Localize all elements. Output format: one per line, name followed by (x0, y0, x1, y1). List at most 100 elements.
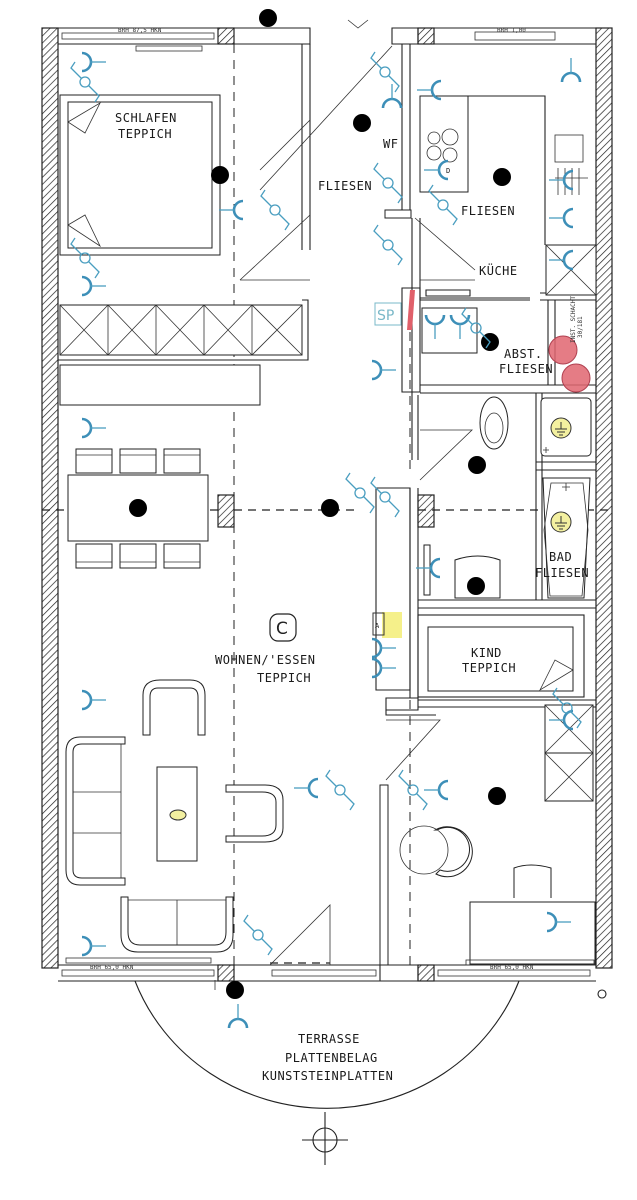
radiator (65, 957, 212, 964)
sp-box (374, 302, 402, 326)
outlet-icon (80, 689, 108, 711)
ceiling-lamps (129, 9, 572, 999)
wardrobe (59, 304, 303, 356)
switch-icon (373, 162, 403, 204)
switch-icon (260, 189, 290, 231)
outlet-icon (227, 1002, 249, 1030)
wall-pier (417, 27, 435, 45)
column (217, 494, 235, 528)
outlet-icon (370, 359, 398, 381)
wc-bowl (454, 555, 501, 599)
outlet-icon (560, 56, 582, 84)
window-kueche (474, 31, 556, 41)
lamp-icon (259, 9, 277, 27)
toilet (479, 396, 509, 450)
washing-machine (421, 307, 478, 354)
outlet-icon (217, 199, 245, 221)
switch-icon (370, 476, 400, 518)
window-schlafen (61, 32, 215, 40)
room-floor-wohnen: TEPPICH (257, 671, 311, 685)
sofa-left (65, 736, 126, 886)
shaft-marker (407, 290, 415, 330)
window-label-kind: BRH 65,0 HKN (490, 964, 534, 971)
antenna-label: A (375, 622, 380, 630)
room-floor-kueche: FLIESEN (461, 204, 515, 218)
shaft-size-label: 30/181 (577, 316, 584, 338)
sideboard (59, 364, 261, 406)
lamp-icon (493, 168, 511, 186)
vanity (423, 544, 431, 596)
radiator (135, 45, 203, 52)
earth-icon (550, 511, 572, 533)
room-floor-wf: FLIESEN (318, 179, 372, 193)
room-labels: SCHLAFEN TEPPICH WF FLIESEN FLIESEN KÜCH… (115, 111, 589, 1083)
outlet-icon (547, 207, 575, 229)
lamp-icon (468, 456, 486, 474)
switch-icon (345, 472, 375, 514)
shaft-label: INST. SCHACHT (570, 296, 577, 343)
terrace-door-glass (271, 969, 377, 977)
antenna-highlight (382, 612, 402, 638)
window-label-schlafen: BRH 87,5 HKN (118, 27, 162, 34)
room-floor-kind: TEPPICH (462, 661, 516, 675)
apartment-letter: C (276, 619, 288, 639)
terrace-outline (134, 980, 520, 1109)
room-name-kind: KIND (471, 646, 502, 660)
wall-pier (417, 964, 435, 982)
bed (67, 101, 213, 249)
sp-label: SP (377, 308, 394, 324)
outlet-icon (80, 275, 108, 297)
window-label-wohnen: BRH 65,0 HKN (90, 964, 134, 971)
outlet-icon (547, 169, 575, 191)
east-wall (595, 27, 613, 969)
outlet-icon (80, 935, 108, 957)
lamp-icon (129, 499, 147, 517)
sink (554, 134, 584, 163)
switch-icon (373, 224, 403, 266)
switch-icon (398, 769, 428, 811)
window-kind (437, 969, 591, 977)
table-lamp-icon (169, 809, 187, 821)
outlet-icon (292, 777, 320, 799)
outlet-icon (80, 417, 108, 439)
terrace-floor-line2: KUNSTSTEINPLATTEN (262, 1069, 393, 1083)
bathroom-furniture (423, 396, 592, 599)
room-name-abst: ABST. (504, 347, 543, 361)
room-name-terrasse: TERRASSE (298, 1032, 360, 1046)
lamp-icon (353, 114, 371, 132)
north-facade (58, 19, 596, 52)
terrace (134, 980, 607, 1165)
dishwasher-label: D (446, 167, 450, 175)
bedroom-furniture (58, 94, 309, 406)
room-floor-bad: FLIESEN (535, 566, 589, 580)
sofa-bottom (120, 896, 234, 953)
stove-counter (419, 95, 469, 193)
terrace-floor-line1: PLATTENBELAG (285, 1051, 378, 1065)
armchair-right (225, 784, 284, 843)
desk (469, 901, 596, 965)
window-label-kueche: BRH 1,00 (497, 27, 526, 34)
kid-bed (427, 626, 574, 692)
desk-chair (513, 864, 552, 898)
lamp-icon (467, 577, 485, 595)
room-name-wohnen: WOHNEN/'ESSEN (215, 653, 315, 667)
bathtub (542, 477, 591, 599)
outlet-icon (80, 51, 108, 73)
room-name-schlafen: SCHLAFEN (115, 111, 177, 125)
room-floor-schlafen: TEPPICH (118, 127, 172, 141)
room-name-kueche: KÜCHE (479, 262, 518, 278)
living-furniture (65, 448, 284, 964)
room-name-wf: WF (383, 137, 398, 151)
outlet-icon (422, 779, 450, 801)
lamp-icon (226, 981, 244, 999)
lamp-icon (321, 499, 339, 517)
coffee-table (156, 766, 198, 862)
switch-icon (243, 914, 273, 956)
armchair (142, 679, 206, 736)
shaft-circle-icon (548, 335, 578, 365)
wall-pier (217, 964, 235, 982)
antenna-box (372, 612, 385, 636)
switch-icon (325, 769, 355, 811)
lamp-icon (488, 787, 506, 805)
